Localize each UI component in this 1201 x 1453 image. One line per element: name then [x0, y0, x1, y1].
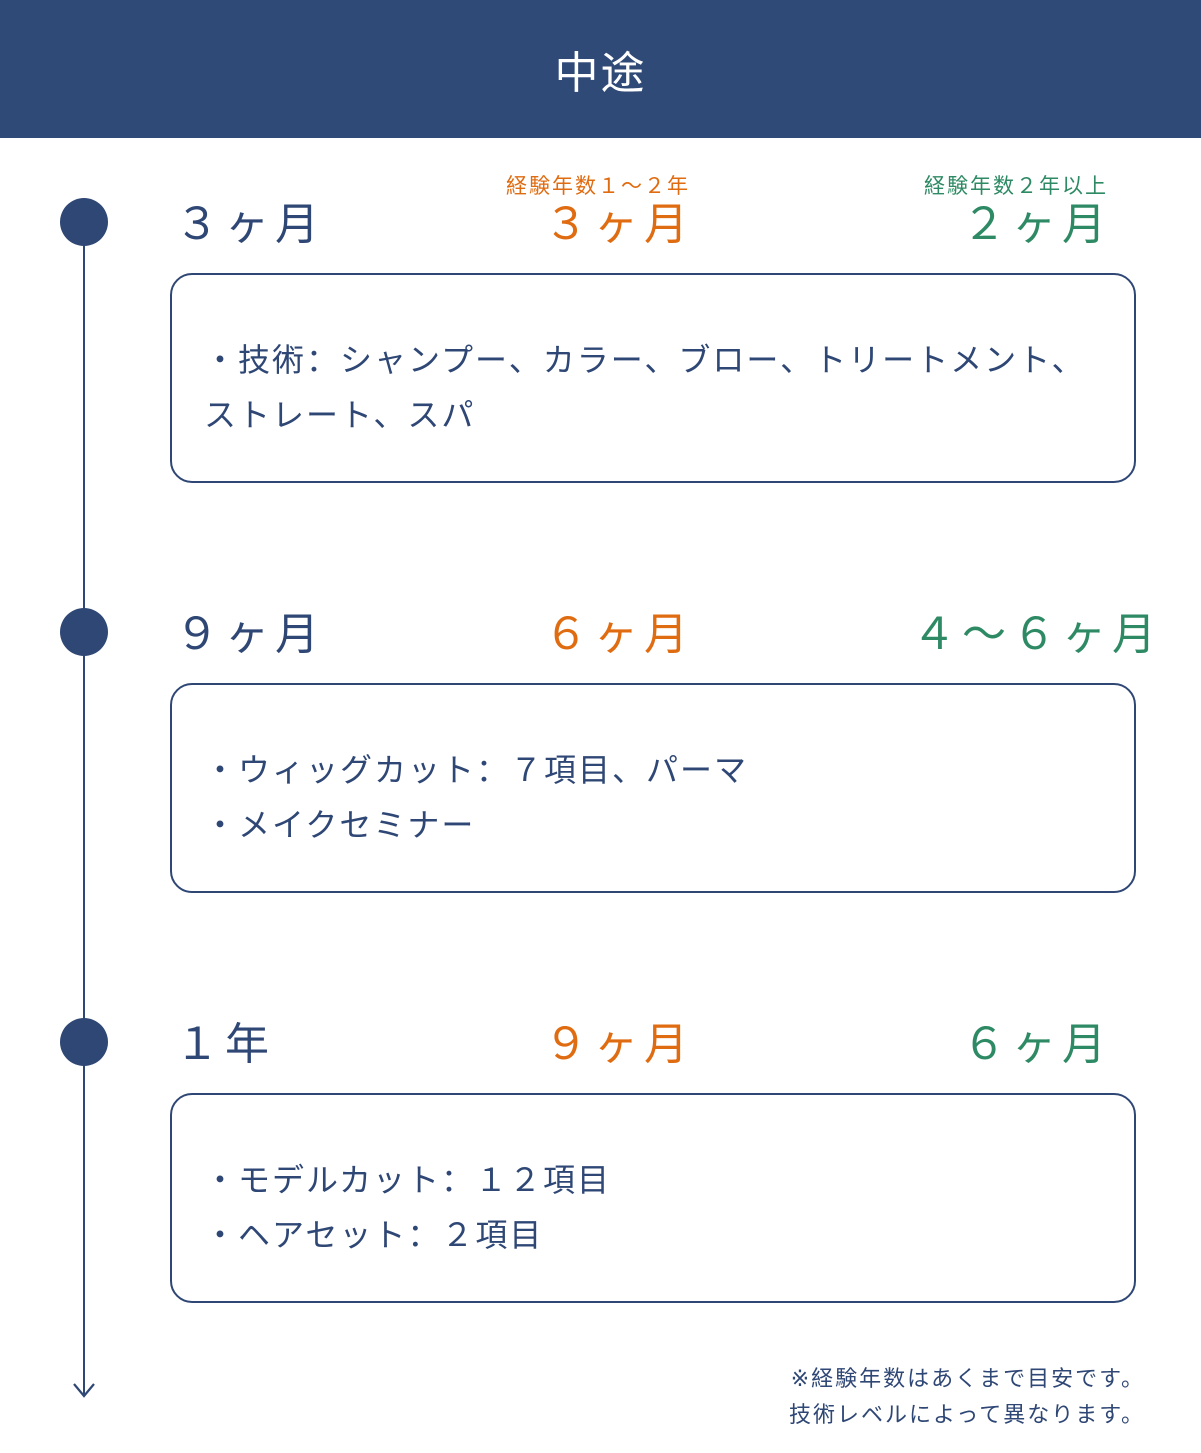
timeline-dot [60, 198, 108, 246]
skill-list: ・モデルカット：１２項目 ・ヘアセット：２項目 [204, 1153, 1110, 1263]
arrow-down-icon [73, 1383, 95, 1398]
page-header: 中途 [0, 0, 1201, 138]
skill-line: ・ヘアセット：２項目 [204, 1216, 544, 1254]
page-title: 中途 [554, 48, 647, 99]
footnote-line: ※経験年数はあくまで目安です。 [790, 1367, 1145, 1392]
column-subtitle-1-2-years: 経験年数１～２年 [506, 174, 690, 198]
skill-line: ・技術：シャンプー、カラー、ブロー、トリートメント、 [204, 341, 1086, 379]
skill-line: ・モデルカット：１２項目 [204, 1161, 612, 1199]
period-2-plus-years: ４～６ヶ月 [912, 609, 1162, 660]
period-2-plus-years: ６ヶ月 [962, 1019, 1112, 1070]
period-standard: １年 [175, 1019, 275, 1070]
skill-line: ストレート、スパ [204, 396, 476, 434]
column-subtitle-2-plus-years: 経験年数２年以上 [924, 174, 1108, 198]
skill-card: ・技術：シャンプー、カラー、ブロー、トリートメント、 ストレート、スパ [170, 273, 1136, 483]
skill-line: ・ウィッグカット：７項目、パーマ [204, 751, 749, 789]
skill-line: ・メイクセミナー [204, 806, 476, 844]
skill-card: ・モデルカット：１２項目 ・ヘアセット：２項目 [170, 1093, 1136, 1303]
timeline-dot [60, 608, 108, 656]
timeline-line [83, 222, 85, 1394]
footnote: ※経験年数はあくまで目安です。 技術レベルによって異なります。 [789, 1362, 1145, 1434]
period-1-2-years: ３ヶ月 [544, 199, 694, 250]
period-1-2-years: ６ヶ月 [544, 609, 694, 660]
period-2-plus-years: ２ヶ月 [962, 199, 1112, 250]
skill-list: ・技術：シャンプー、カラー、ブロー、トリートメント、 ストレート、スパ [204, 333, 1110, 443]
period-1-2-years: ９ヶ月 [544, 1019, 694, 1070]
skill-list: ・ウィッグカット：７項目、パーマ ・メイクセミナー [204, 743, 1110, 853]
period-standard: ３ヶ月 [175, 199, 325, 250]
footnote-line: 技術レベルによって異なります。 [788, 1403, 1145, 1428]
timeline-dot [60, 1018, 108, 1066]
skill-card: ・ウィッグカット：７項目、パーマ ・メイクセミナー [170, 683, 1136, 893]
period-standard: ９ヶ月 [175, 609, 325, 660]
